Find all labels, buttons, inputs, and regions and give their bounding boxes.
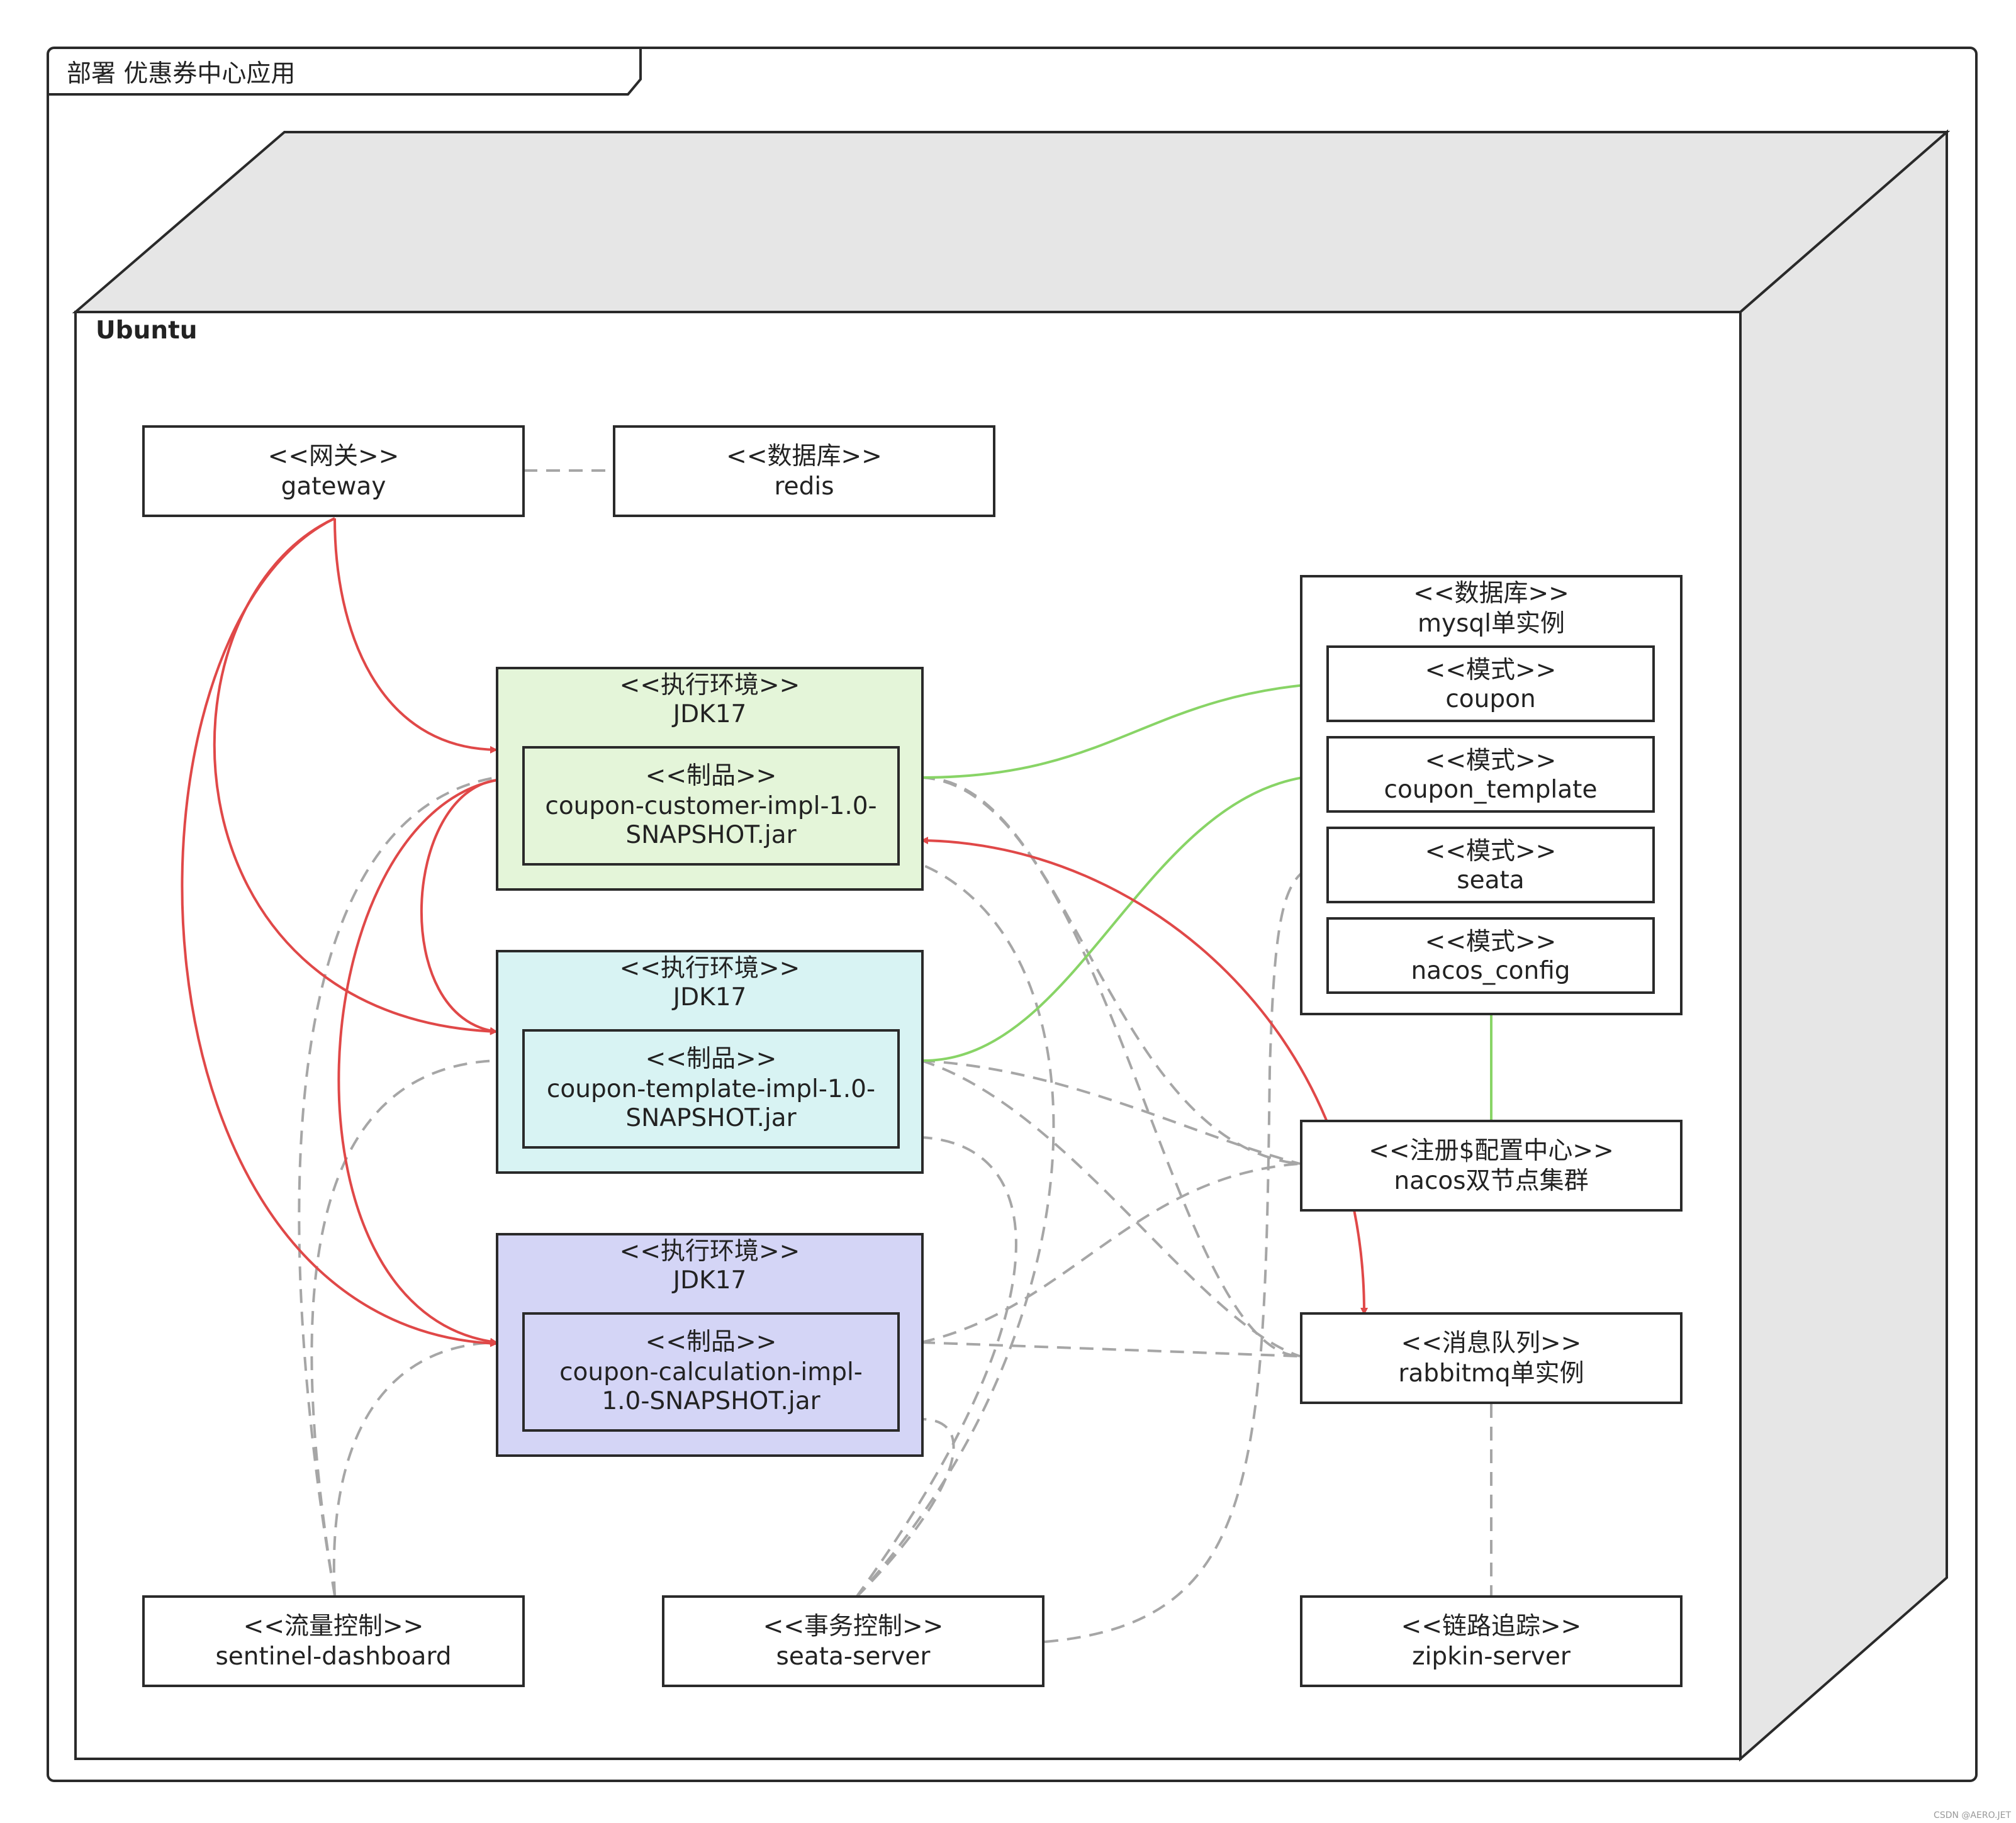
schema-coupon-template[interactable]: <<模式>> coupon_template: [1326, 736, 1655, 813]
link-seata-customer: [854, 863, 1055, 1599]
watermark: CSDN @AERO.JET: [1934, 1810, 2011, 1820]
artifact-template-line1: coupon-template-impl-1.0-: [547, 1075, 875, 1103]
link-customer-coupon-schema: [921, 682, 1328, 779]
arrow-gateway-customer: [333, 518, 498, 754]
sentinel-stereotype: <<流量控制>>: [244, 1612, 424, 1641]
link-calculation-rabbit: [921, 1341, 1301, 1357]
nacos-name: nacos双节点集群: [1394, 1167, 1588, 1195]
env-jdk17-calculation[interactable]: <<执行环境>> JDK17 <<制品>> coupon-calculation…: [496, 1233, 924, 1457]
env-template-name: JDK17: [671, 983, 747, 1012]
redis-stereotype: <<数据库>>: [726, 442, 882, 471]
arrow-customer-calculation: [337, 779, 498, 1346]
artifact-coupon-template[interactable]: <<制品>> coupon-template-impl-1.0- SNAPSHO…: [522, 1029, 900, 1149]
schema-coupon-stereotype: <<模式>>: [1425, 656, 1557, 684]
artifact-calculation-line1: coupon-calculation-impl-: [559, 1358, 863, 1386]
artifact-template-stereotype: <<制品>>: [646, 1045, 777, 1073]
seata-server-stereotype: <<事务控制>>: [763, 1612, 944, 1641]
artifact-coupon-calculation[interactable]: <<制品>> coupon-calculation-impl- 1.0-SNAP…: [522, 1312, 900, 1432]
arrow-gateway-calculation: [181, 517, 498, 1347]
gateway-stereotype: <<网关>>: [268, 442, 400, 471]
frame-title: 部署 优惠券中心应用: [67, 60, 295, 88]
schema-coupon-template-name: coupon_template: [1384, 776, 1598, 804]
artifact-calculation-line2: 1.0-SNAPSHOT.jar: [602, 1387, 820, 1415]
redis-box[interactable]: <<数据库>> redis: [613, 425, 995, 517]
schema-seata[interactable]: <<模式>> seata: [1326, 827, 1655, 903]
sentinel-name: sentinel-dashboard: [215, 1642, 451, 1671]
schema-coupon[interactable]: <<模式>> coupon: [1326, 645, 1655, 722]
link-sentinel-template: [310, 1059, 496, 1596]
env-customer-name: JDK17: [671, 700, 747, 728]
rabbitmq-box[interactable]: <<消息队列>> rabbitmq单实例: [1300, 1312, 1683, 1404]
artifact-customer-line1: coupon-customer-impl-1.0-: [545, 792, 876, 820]
mysql-stereotype: <<数据库>>: [1413, 579, 1569, 608]
ubuntu-label: Ubuntu: [96, 316, 198, 345]
schema-nacos-config-name: nacos_config: [1411, 957, 1570, 985]
zipkin-stereotype: <<链路追踪>>: [1401, 1612, 1582, 1641]
redis-name: redis: [774, 472, 834, 501]
schema-seata-name: seata: [1457, 866, 1524, 895]
mysql-name: mysql单实例: [1418, 610, 1565, 638]
env-jdk17-template[interactable]: <<执行环境>> JDK17 <<制品>> coupon-template-im…: [496, 950, 924, 1174]
nacos-box[interactable]: <<注册$配置中心>> nacos双节点集群: [1300, 1120, 1683, 1212]
gateway-box[interactable]: <<网关>> gateway: [142, 425, 525, 517]
artifact-coupon-customer[interactable]: <<制品>> coupon-customer-impl-1.0- SNAPSHO…: [522, 746, 900, 866]
gateway-name: gateway: [281, 472, 386, 501]
zipkin-name: zipkin-server: [1412, 1642, 1571, 1671]
artifact-template-line2: SNAPSHOT.jar: [625, 1104, 797, 1132]
env-calculation-stereotype: <<执行环境>>: [620, 1237, 800, 1266]
link-sentinel-customer: [298, 776, 496, 1596]
schema-nacos-config-stereotype: <<模式>>: [1425, 928, 1557, 956]
env-customer-stereotype: <<执行环境>>: [620, 671, 800, 700]
rabbitmq-name: rabbitmq单实例: [1398, 1359, 1584, 1388]
schema-coupon-name: coupon: [1445, 685, 1535, 713]
schema-coupon-template-stereotype: <<模式>>: [1425, 747, 1557, 775]
link-sentinel-calculation: [332, 1341, 496, 1596]
artifact-customer-line2: SNAPSHOT.jar: [625, 821, 797, 849]
nacos-stereotype: <<注册$配置中心>>: [1369, 1137, 1614, 1165]
arrow-customer-template: [420, 779, 498, 1035]
env-jdk17-customer[interactable]: <<执行环境>> JDK17 <<制品>> coupon-customer-im…: [496, 667, 924, 891]
env-template-stereotype: <<执行环境>>: [620, 954, 800, 983]
rabbitmq-stereotype: <<消息队列>>: [1401, 1329, 1582, 1357]
schema-seata-stereotype: <<模式>>: [1425, 837, 1557, 866]
schema-nacos-config[interactable]: <<模式>> nacos_config: [1326, 917, 1655, 994]
artifact-calculation-stereotype: <<制品>>: [646, 1328, 777, 1356]
connectors: [181, 469, 1492, 1643]
seata-server-name: seata-server: [776, 1642, 931, 1671]
seata-server-box[interactable]: <<事务控制>> seata-server: [662, 1595, 1044, 1687]
artifact-customer-stereotype: <<制品>>: [646, 762, 777, 790]
env-calculation-name: JDK17: [671, 1266, 747, 1295]
link-seata-calculation: [854, 1418, 955, 1599]
sentinel-box[interactable]: <<流量控制>> sentinel-dashboard: [142, 1595, 525, 1687]
zipkin-box[interactable]: <<链路追踪>> zipkin-server: [1300, 1595, 1683, 1687]
